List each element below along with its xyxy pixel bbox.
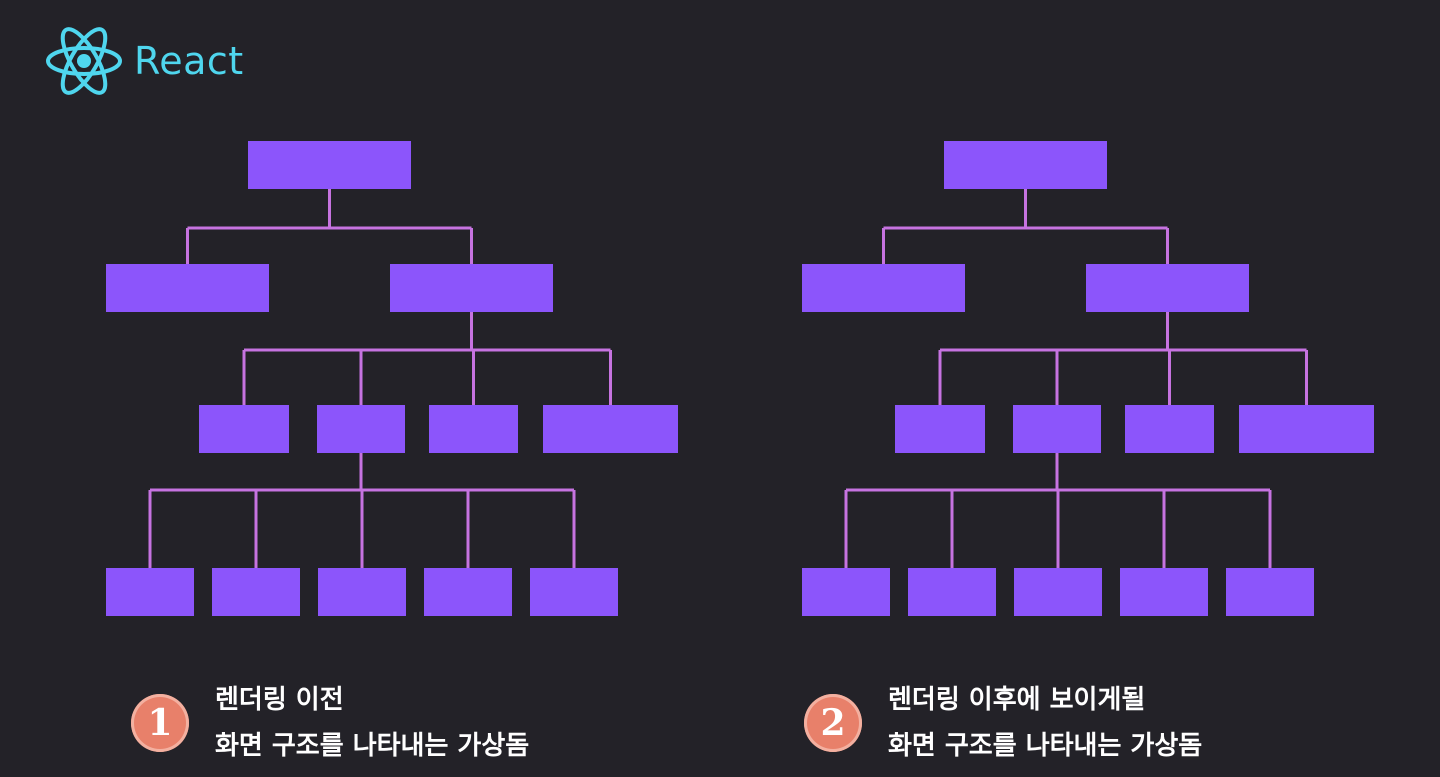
node-level2-3	[1239, 405, 1374, 453]
tree-after	[802, 141, 1374, 616]
node-level3-3	[1120, 568, 1208, 616]
node-level3-2	[1014, 568, 1102, 616]
caption-before-line2: 화면 구조를 나타내는 가상돔	[215, 731, 530, 761]
node-level2-2	[429, 405, 518, 453]
node-level3-1	[212, 568, 300, 616]
node-level1-0	[106, 264, 269, 312]
node-level1-1	[390, 264, 553, 312]
node-level1-0	[802, 264, 965, 312]
step-badge-1: 1	[131, 694, 189, 752]
node-level2-1	[1013, 405, 1101, 453]
brand-name: React	[134, 39, 244, 83]
node-level1-1	[1086, 264, 1249, 312]
node-root	[944, 141, 1107, 189]
caption-before: 1 렌더링 이전 화면 구조를 나타내는 가상돔	[131, 684, 529, 762]
caption-after: 2 렌더링 이후에 보이게될 화면 구조를 나타내는 가상돔	[804, 684, 1202, 762]
react-logo: React	[44, 24, 244, 98]
node-level2-2	[1125, 405, 1214, 453]
node-level3-3	[424, 568, 512, 616]
node-root	[248, 141, 411, 189]
caption-after-line2: 화면 구조를 나타내는 가상돔	[888, 731, 1203, 761]
node-level3-0	[106, 568, 194, 616]
caption-after-line1: 렌더링 이후에 보이게될	[888, 685, 1146, 715]
node-level2-3	[543, 405, 678, 453]
react-atom-icon	[46, 27, 122, 95]
node-level3-4	[530, 568, 618, 616]
caption-before-line1: 렌더링 이전	[215, 685, 344, 715]
node-level3-0	[802, 568, 890, 616]
node-level2-0	[895, 405, 985, 453]
tree-before	[106, 141, 678, 616]
node-level3-2	[318, 568, 406, 616]
node-level2-1	[317, 405, 405, 453]
node-level3-4	[1226, 568, 1314, 616]
node-level2-0	[199, 405, 289, 453]
step-badge-2: 2	[804, 694, 862, 752]
node-level3-1	[908, 568, 996, 616]
